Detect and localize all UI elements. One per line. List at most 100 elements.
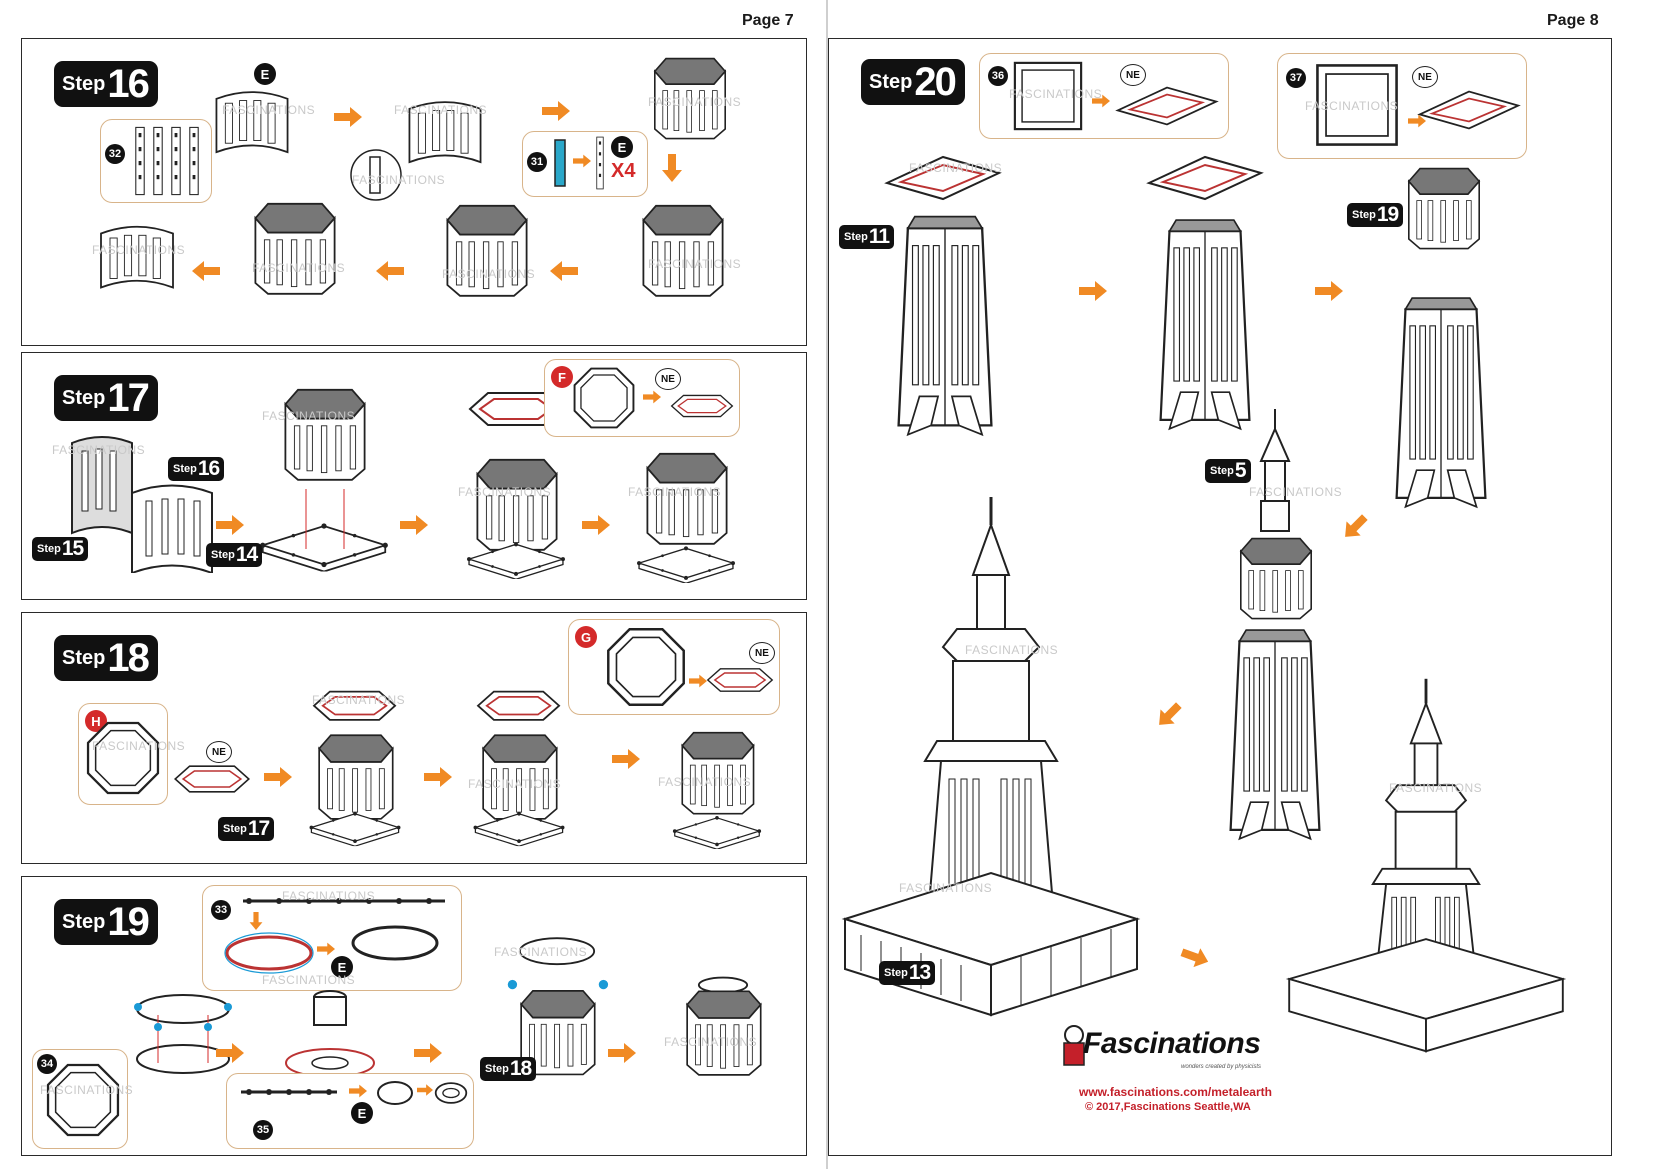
arrow-icon xyxy=(400,515,428,535)
arrow-icon xyxy=(1092,94,1110,108)
completed-lighthouse-illustration xyxy=(841,497,1141,1017)
oct-ring-flat-illustration xyxy=(669,392,735,420)
tower-section-illustration xyxy=(442,189,532,309)
left-arrow-icon xyxy=(550,261,578,281)
page-number: Page 8 xyxy=(1547,12,1599,29)
part-37-callout: 37 NE xyxy=(1277,53,1527,159)
arrow-icon xyxy=(317,942,335,956)
part-e-marker: E xyxy=(331,956,353,978)
ne-badge: NE xyxy=(749,642,775,664)
finished-drum-illustration xyxy=(672,731,762,849)
lantern-section-illustration xyxy=(1231,529,1321,625)
arrow-icon xyxy=(573,154,591,168)
oct-ring-illustration xyxy=(45,1062,121,1138)
down-arrow-icon xyxy=(249,912,263,930)
brand-copyright: © 2017,Fascinations Seattle,WA xyxy=(1085,1101,1251,1113)
mascot-logo-icon xyxy=(1063,1025,1085,1066)
part-34-callout: 34 xyxy=(32,1049,128,1149)
spire-illustration xyxy=(1259,409,1291,532)
small-ring-illustration xyxy=(434,1082,468,1104)
arrow-icon xyxy=(1315,281,1343,301)
finished-drum-illustration xyxy=(636,452,736,583)
arrow-icon xyxy=(1079,281,1107,301)
part-e-marker: E xyxy=(351,1102,373,1124)
drum-over-base-illustration xyxy=(259,388,389,572)
oct-ring-flat-illustration xyxy=(172,763,252,795)
ne-badge: NE xyxy=(655,368,681,390)
arrow-icon xyxy=(1178,943,1211,971)
connector-strip-icon xyxy=(554,139,566,187)
part-31-callout: 31 E X4 xyxy=(522,131,648,197)
part-g-callout: G NE xyxy=(568,619,780,715)
brand-url[interactable]: www.fascinations.com/metalearth xyxy=(1079,1085,1272,1099)
arrow-icon xyxy=(424,767,452,787)
page-number: Page 7 xyxy=(742,12,794,29)
tower-illustration xyxy=(1147,209,1263,431)
arrow-icon xyxy=(349,1084,367,1098)
arrow-icon xyxy=(334,107,362,127)
ring-over-drum-illustration xyxy=(308,690,402,847)
part-36-callout: 36 NE xyxy=(979,53,1229,139)
panel-strip-illustration xyxy=(135,126,199,196)
fence-strip-illustration xyxy=(243,898,445,904)
tower-illustration xyxy=(1383,287,1499,509)
panel-strip-illustration xyxy=(593,136,607,190)
ring-over-drum-illustration xyxy=(472,690,566,847)
part-g-marker: G xyxy=(575,626,597,648)
part-e-marker: E xyxy=(254,63,276,85)
arrow-icon xyxy=(608,1043,636,1063)
diamond-frame-illustration xyxy=(1114,84,1220,128)
lantern-section-illustration xyxy=(1399,159,1489,255)
frame-over-tower-illustration xyxy=(1145,143,1265,213)
brand-name: Fascinations xyxy=(1083,1027,1261,1060)
part-35-number: 35 xyxy=(253,1120,273,1140)
final-lighthouse-illustration xyxy=(1285,678,1567,1053)
square-frame-illustration xyxy=(1314,62,1400,148)
brand-tagline: wonders created by physicists xyxy=(1181,1064,1262,1070)
wall-assembly-illustration xyxy=(408,101,482,164)
tower-section-illustration xyxy=(250,185,340,309)
ne-badge: NE xyxy=(1412,66,1438,88)
ring-fence-illustration xyxy=(224,932,314,974)
oct-ring-illustration xyxy=(569,366,639,430)
tower-section-illustration xyxy=(650,47,730,147)
tab-detail-illustration xyxy=(350,149,402,201)
frame-over-tower-illustration xyxy=(883,143,1003,213)
down-left-arrow-icon xyxy=(1338,510,1372,544)
square-frame-illustration xyxy=(1012,60,1084,132)
wall-halves-illustration xyxy=(71,436,213,573)
arrow-icon xyxy=(216,515,244,535)
part-e-marker: E xyxy=(611,136,633,158)
arrow-icon xyxy=(414,1043,442,1063)
part-32-number: 32 xyxy=(105,144,125,164)
part-f-marker: F xyxy=(551,366,573,388)
arrow-icon xyxy=(612,749,640,769)
tower-illustration xyxy=(887,205,1003,437)
page-gutter xyxy=(826,0,828,1169)
part-h-callout: H xyxy=(78,703,168,805)
part-36-number: 36 xyxy=(988,66,1008,86)
part-f-callout: F NE xyxy=(544,359,740,437)
down-left-arrow-icon xyxy=(1152,698,1186,732)
part-32-callout: 32 xyxy=(100,119,212,203)
arrow-icon xyxy=(643,390,661,404)
ring-fence-illustration xyxy=(351,925,439,961)
cylinder-over-ring-illustration xyxy=(285,990,375,1078)
small-ring-illustration xyxy=(377,1081,413,1105)
ring-over-drum-illustration xyxy=(507,937,609,1076)
curved-wall-illustration xyxy=(215,91,289,154)
